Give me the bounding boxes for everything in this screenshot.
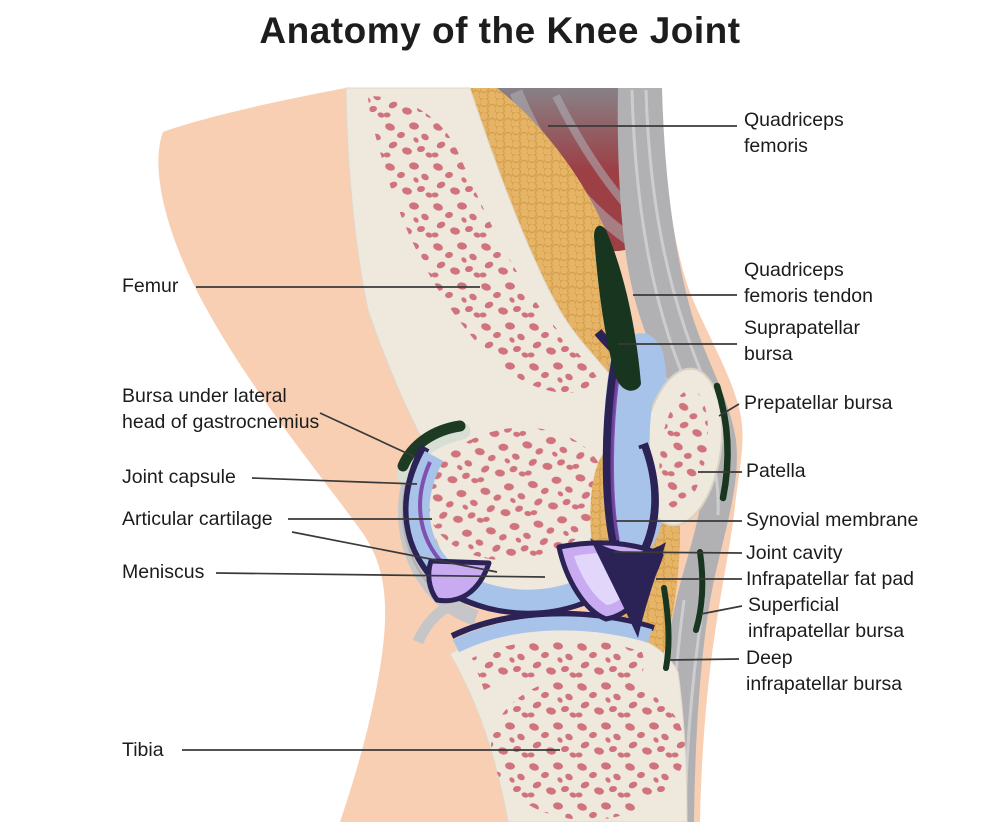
patella-bone — [640, 367, 724, 527]
page-title: Anatomy of the Knee Joint — [259, 10, 741, 51]
deep-infrapatellar-bursa-mark — [661, 585, 672, 671]
label-patella: Patella — [746, 460, 806, 482]
label-suprapatellar-bursa: Suprapatellar bursa — [744, 317, 860, 365]
tibia-bone — [449, 625, 688, 822]
tibia-articular-cartilage — [452, 616, 652, 653]
label-deep-infrapatellar-bursa: Deep infrapatellar bursa — [746, 647, 903, 695]
label-prepatellar-bursa: Prepatellar bursa — [744, 392, 893, 414]
prepatellar-bursa-mark — [713, 382, 731, 502]
label-bursa-gastrocnemius: Bursa under lateral head of gastrocnemiu… — [122, 385, 320, 433]
label-infrapatellar-fat-pad: Infrapatellar fat pad — [746, 568, 915, 590]
label-tibia: Tibia — [122, 739, 164, 761]
bursae-green-marks — [661, 382, 731, 671]
label-meniscus: Meniscus — [122, 561, 205, 583]
superficial-infrapatellar-bursa-mark — [693, 549, 706, 633]
leader-lines — [182, 125, 743, 751]
gastrocnemius-bursa-mark — [396, 420, 471, 484]
label-articular-cartilage: Articular cartilage — [122, 508, 273, 530]
label-synovial-membrane: Synovial membrane — [746, 509, 919, 531]
joint-cavity-dark — [590, 538, 666, 638]
label-superficial-infrapatellar-bursa: Superficial infrapatellar bursa — [748, 594, 905, 642]
suprapatellar-fat-wedge — [463, 88, 642, 391]
label-joint-cavity: Joint cavity — [746, 542, 843, 564]
label-joint-capsule: Joint capsule — [122, 466, 236, 488]
synovial-membrane-septum — [602, 355, 622, 547]
label-femur: Femur — [122, 275, 179, 297]
label-quadriceps-femoris: Quadriceps femoris — [744, 109, 844, 157]
label-quadriceps-femoris-tendon: Quadriceps femoris tendon — [744, 259, 873, 307]
suprapatellar-bursa-mark — [594, 225, 641, 391]
